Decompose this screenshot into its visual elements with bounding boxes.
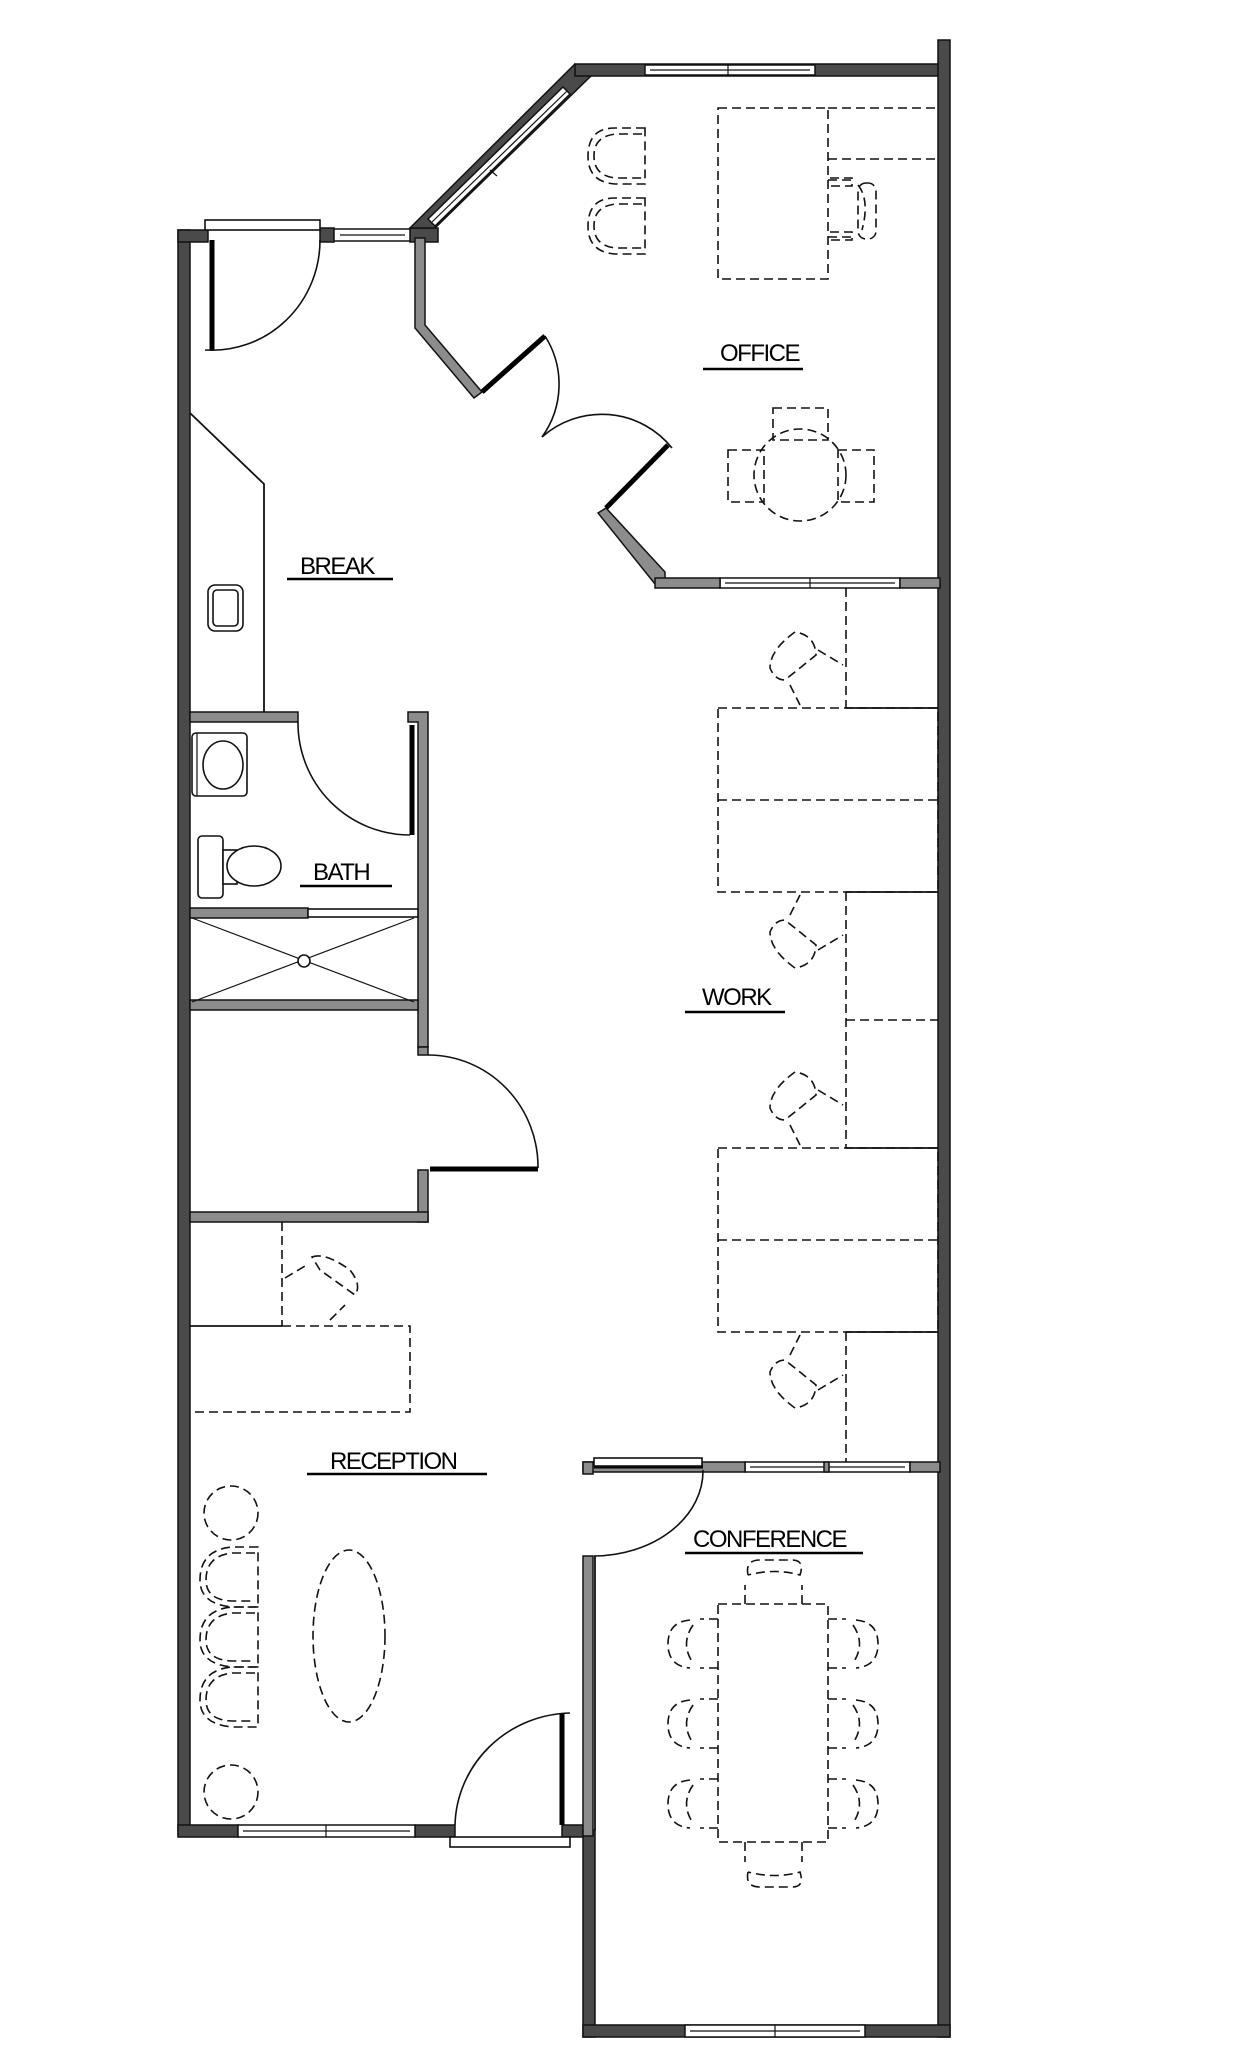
desk-chair-icon: [828, 177, 877, 241]
sink-icon: [207, 584, 244, 632]
break-room: [189, 412, 265, 712]
room-label-office: OFFICE: [720, 340, 799, 367]
conference-chair-icon: [744, 1559, 803, 1604]
round-table: [727, 407, 875, 522]
lounge-chair-icon: [199, 1666, 259, 1728]
conference-room: [667, 1559, 879, 1888]
reception-desk: [190, 1222, 411, 1413]
doors: [204, 219, 704, 1848]
bath-room: [191, 732, 415, 1003]
work-area: [717, 588, 939, 1462]
room-label-bath: BATH: [313, 859, 369, 886]
guest-chair-icon: [587, 197, 646, 255]
reception-area: [190, 1222, 411, 1820]
room-label-work: WORK: [702, 984, 772, 1011]
desk: [717, 107, 938, 280]
guest-chair-icon: [587, 127, 646, 185]
sink-icon: [191, 732, 248, 797]
conference-table: [717, 1603, 829, 1843]
room-labels: OFFICE BREAK BATH WORK RECEPTION CONFERE…: [287, 340, 863, 1555]
work-chair-icon: [769, 1071, 844, 1146]
lounge-chair-icon: [199, 1606, 259, 1668]
door-office: [480, 334, 673, 510]
reception-chair-icon: [284, 1255, 359, 1321]
door-bath: [297, 721, 415, 836]
door-conference: [593, 1457, 704, 1557]
conference-chair-icon: [828, 1778, 879, 1829]
partition-walls: [189, 237, 941, 1837]
windows: [237, 64, 911, 2038]
door-break-exterior: [204, 219, 321, 352]
conference-chair-icon: [828, 1618, 879, 1669]
side-table: [203, 1764, 259, 1820]
conference-chair-icon: [667, 1618, 718, 1669]
office-room: [587, 107, 938, 522]
room-label-reception: RECEPTION: [330, 1448, 457, 1475]
conference-chair-icon: [667, 1698, 718, 1749]
work-chair-icon: [769, 1334, 844, 1409]
door-closet: [427, 1054, 539, 1172]
desk: [717, 1147, 939, 1333]
toilet-icon: [197, 835, 282, 899]
work-chair-icon: [769, 631, 844, 706]
side-table: [203, 1485, 259, 1541]
room-label-conference: CONFERENCE: [693, 1526, 847, 1553]
lounge-chair-icon: [199, 1546, 259, 1608]
work-chair-icon: [769, 894, 844, 969]
desk: [717, 707, 939, 893]
shower-icon: [191, 917, 415, 1003]
conference-chair-icon: [828, 1698, 879, 1749]
door-reception-entry: [449, 1712, 571, 1848]
conference-chair-icon: [744, 1842, 803, 1888]
room-label-break: BREAK: [300, 553, 375, 580]
coffee-table: [312, 1549, 386, 1723]
conference-chair-icon: [667, 1778, 718, 1829]
